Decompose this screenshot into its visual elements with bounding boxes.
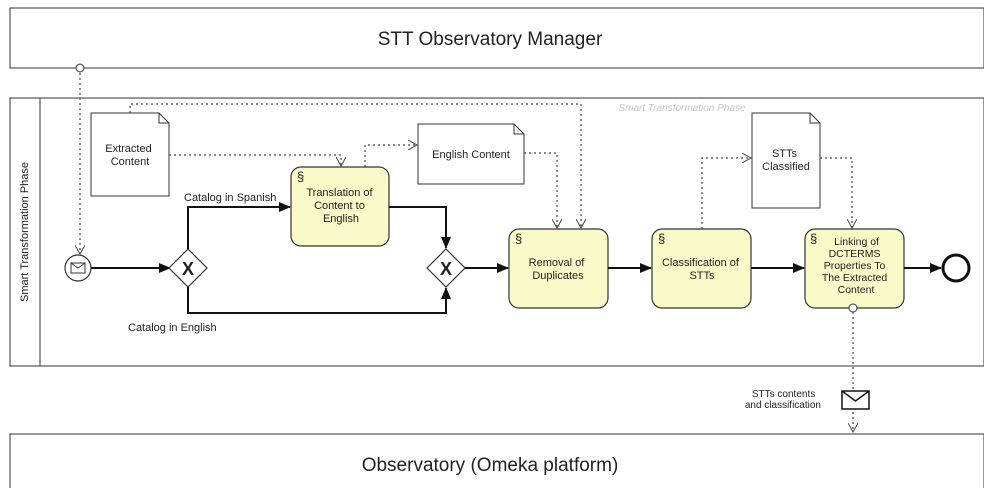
data-extracted-line1: Extracted [105, 143, 151, 155]
task-removal-line1: Removal of [529, 257, 586, 269]
message-envelope-icon [841, 390, 870, 410]
message-label-line1: STTs contents [752, 389, 815, 400]
task-removal-line2: Duplicates [532, 270, 584, 282]
exclusive-gateway-merge[interactable]: X [426, 248, 466, 288]
task-linking-line3: Properties To [824, 260, 886, 272]
data-object-extracted-content[interactable]: Extracted Content [90, 112, 170, 197]
task-classification-line1: Classification of [662, 257, 740, 269]
task-classification[interactable]: § Classification of STTs [651, 228, 752, 309]
flow-label-english: Catalog in English [128, 322, 217, 334]
data-object-stts-classified[interactable]: STTs Classified [751, 112, 821, 209]
svg-text:STTs contents and classifi: STTs contents and classification [745, 389, 821, 411]
task-translation-line2: Content to [314, 200, 365, 212]
pool-stt-observatory-manager [9, 7, 984, 69]
pool-title-top: STT Observatory Manager [378, 29, 603, 50]
lane-watermark: Smart Transformation Phase [618, 103, 746, 114]
svg-text:Extracted Content: Extracted Content [105, 143, 155, 168]
svg-text:Linking of DCTERMS: Linking of DCTERMS Properties To The Ext… [822, 236, 890, 296]
script-icon: § [297, 169, 304, 184]
pool-title-bottom: Observatory (Omeka platform) [362, 455, 619, 476]
data-associations [129, 103, 853, 432]
data-english-line1: English Content [432, 149, 510, 161]
task-classification-line2: STTs [689, 270, 715, 282]
exclusive-gateway-split[interactable]: X [168, 248, 208, 288]
task-linking-line1: Linking of [834, 236, 879, 248]
script-icon-3: § [658, 231, 665, 246]
flow-label-spanish: Catalog in Spanish [184, 192, 276, 204]
message-flow-origin-2 [848, 303, 858, 313]
task-linking-line5: Content [838, 284, 875, 296]
pool-observatory-omeka [9, 433, 984, 488]
svg-text:Removal of Duplicates: Removal of Duplicates [529, 257, 588, 282]
lane-label: Smart Transformation Phase [19, 162, 31, 302]
message-flow-origin [75, 63, 85, 73]
gateway-x-icon: X [182, 259, 194, 279]
task-linking-dcterms[interactable]: § Linking of DCTERMS Properties To The E… [804, 228, 905, 309]
task-translation[interactable]: § Translation of Content to English [290, 166, 390, 247]
end-event[interactable] [941, 253, 971, 283]
data-extracted-line2: Content [111, 156, 150, 168]
svg-text:STTs Classified: STTs Classified [762, 148, 810, 173]
data-classified-line1: STTs [772, 148, 798, 160]
data-object-english-content[interactable]: English Content [417, 123, 525, 185]
task-removal-duplicates[interactable]: § Removal of Duplicates [508, 228, 609, 309]
svg-text:Translation of Content t: Translation of Content to English [306, 187, 375, 225]
task-linking-line4: The Extracted [822, 272, 888, 284]
svg-text:Classification of STTs: Classification of STTs [662, 257, 742, 282]
start-message-event[interactable] [64, 254, 92, 282]
task-translation-line3: English [323, 213, 359, 225]
message-label-line2: and classification [745, 400, 821, 411]
data-classified-line2: Classified [762, 161, 810, 173]
task-translation-line1: Translation of [306, 187, 373, 199]
script-icon-2: § [515, 231, 522, 246]
gateway-x-icon-2: X [440, 259, 452, 279]
script-icon-4: § [810, 231, 817, 246]
task-linking-line2: DCTERMS [829, 248, 881, 260]
